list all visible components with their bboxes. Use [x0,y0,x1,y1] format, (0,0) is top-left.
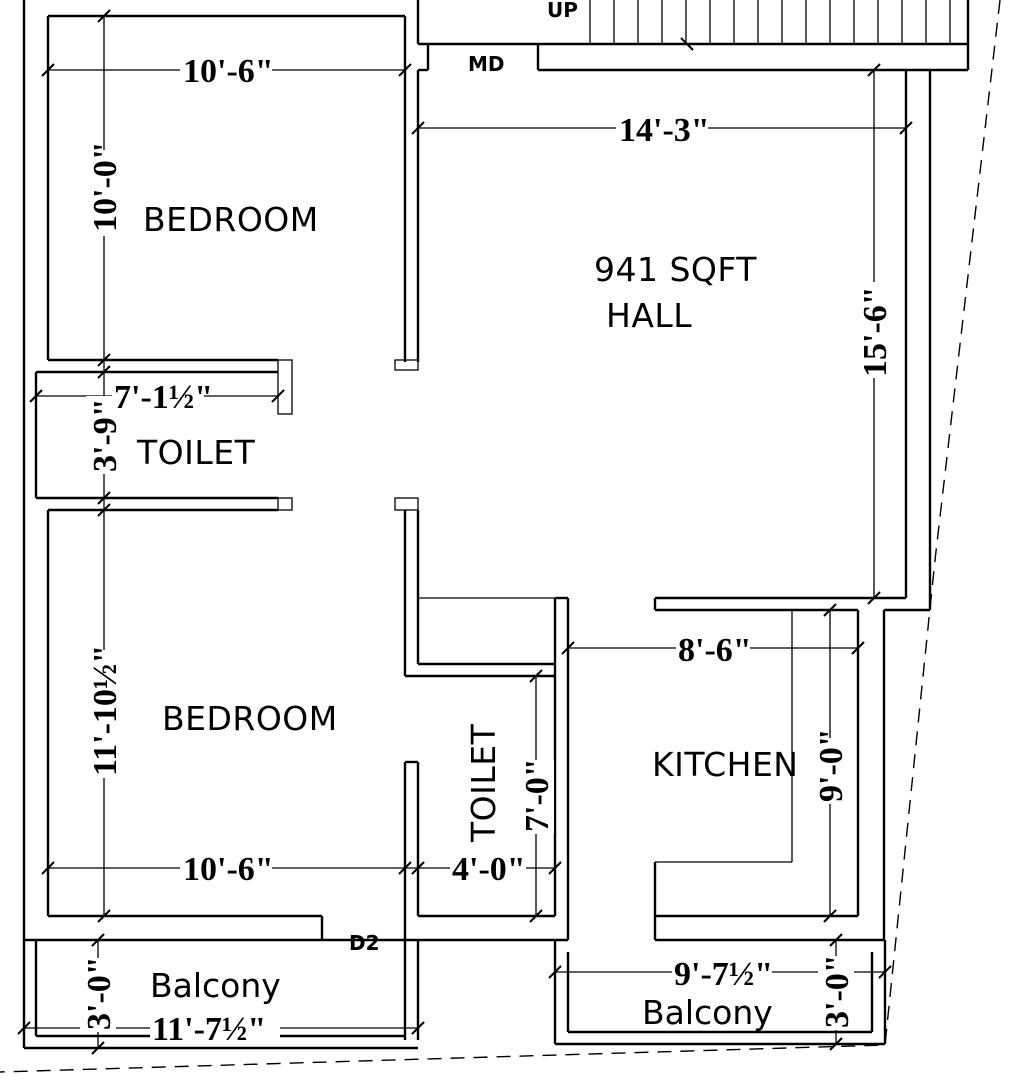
dim-bedroom-bottom-depth: 11'-10½" [87,645,124,776]
dim-balcony-left-depth: 3'-0" [81,956,118,1030]
hall-label: HALL [606,296,692,335]
hall-area-label: 941 SQFT [594,250,757,289]
dim-balcony-left-width: 11'-7½" [152,1011,266,1048]
dimension-text-masks [80,52,892,1044]
balcony-left-label: Balcony [150,966,281,1005]
dim-toilet-bottom-width: 4'-0" [452,851,526,888]
walls [22,0,970,1050]
dim-bedroom-top-depth: 10'-0" [87,141,124,232]
dim-balcony-right-width: 9'-7½" [674,956,773,993]
staircase: UP [547,0,951,51]
dim-balcony-right-depth: 3'-0" [819,954,856,1028]
dimension-lines [17,9,913,1055]
bedroom-bottom-label: BEDROOM [162,699,338,738]
kitchen-label: KITCHEN [652,745,799,784]
dim-kitchen-depth: 9'-0" [813,728,850,802]
door-markers: MD D2 [349,52,505,955]
balcony-right-label: Balcony [642,993,773,1032]
dim-toilet-left-width: 7'-1½" [114,379,213,416]
toilet-left-label: TOILET [136,433,256,472]
stair-up-label: UP [547,0,578,22]
door-d2-label: D2 [349,931,380,955]
main-door-label: MD [468,52,505,76]
toilet-bottom-label: TOILET [464,723,503,843]
dim-bedroom-top-width: 10'-6" [183,53,274,90]
dimension-labels: 10'-6" 10'-0" 14'-3" 15'-6" 7'-1½" 3'-9"… [81,53,894,1048]
dim-hall-width: 14'-3" [619,112,710,149]
dim-bedroom-bottom-width: 10'-6" [183,851,274,888]
bedroom-top-label: BEDROOM [143,200,319,239]
dim-toilet-bottom-depth: 7'-0" [519,758,556,832]
dim-kitchen-width: 8'-6" [678,632,752,669]
plot-boundary [0,0,1001,1073]
dim-hall-depth: 15'-6" [857,286,894,377]
room-labels: BEDROOM TOILET BEDROOM TOILET 941 SQFT H… [136,200,799,1032]
dim-toilet-left-depth: 3'-9" [87,398,124,472]
